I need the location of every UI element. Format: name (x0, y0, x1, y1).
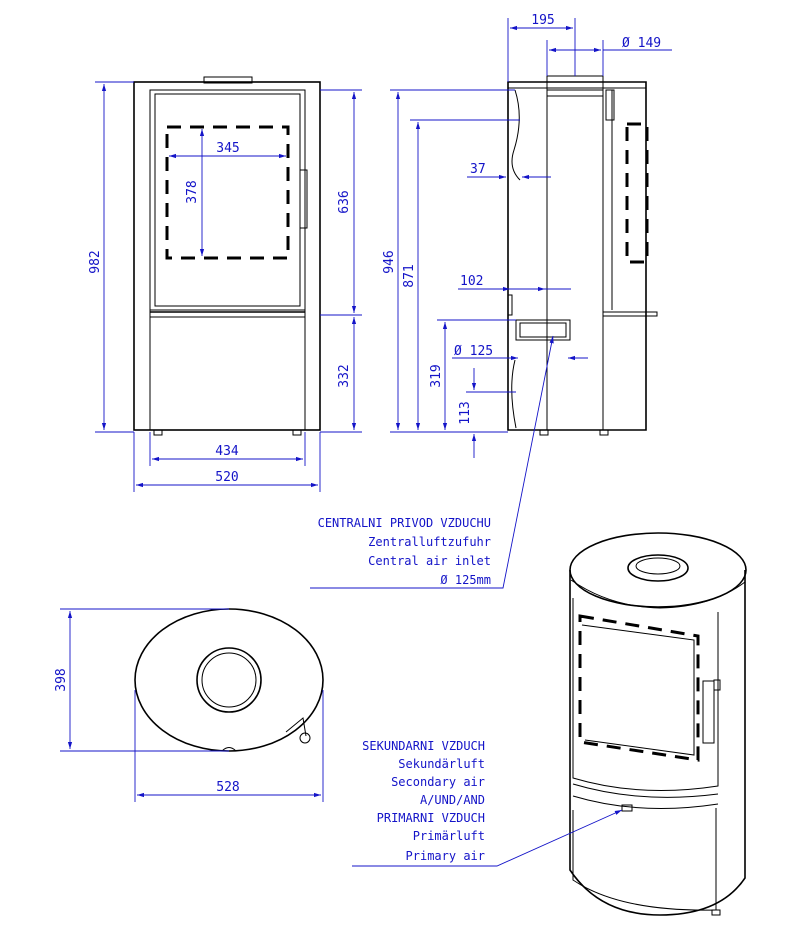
note-central-air-de: Zentralluftzufuhr (368, 535, 491, 549)
persp-door (572, 598, 719, 791)
top-flue-outer (196, 647, 262, 713)
note-central-air-cz: CENTRALNI PRIVOD VZDUCHU (318, 516, 491, 530)
dim-378: 378 (185, 180, 200, 203)
dim-102: 102 (460, 274, 483, 289)
perspective-view (569, 532, 747, 916)
persp-top (569, 532, 747, 608)
dim-113: 113 (458, 401, 473, 424)
note-central-air-en: Central air inlet (368, 554, 491, 568)
top-view (134, 608, 324, 752)
front-body-outline (133, 81, 321, 431)
side-curve-top (511, 89, 521, 181)
side-view (507, 75, 658, 436)
side-air-inlet (515, 319, 571, 341)
persp-window (581, 624, 695, 756)
front-window-dashed (165, 125, 290, 260)
dim-946: 946 (382, 250, 397, 273)
central-air-leader (310, 335, 554, 589)
persp-body (569, 570, 746, 916)
front-dimensions: 982 636 332 345 378 434 520 (88, 81, 362, 492)
dim-434: 434 (215, 444, 239, 459)
note-central-air-diameter: Ø 125mm (440, 573, 491, 587)
dim-528: 528 (216, 780, 239, 795)
dim-520: 520 (215, 470, 238, 485)
persp-handle-cap (713, 679, 721, 691)
central-air-note: CENTRALNI PRIVOD VZDUCHU Zentralluftzufu… (318, 516, 491, 587)
side-foot-right (599, 429, 609, 436)
front-flue-collar (203, 76, 253, 84)
dim-332: 332 (337, 364, 352, 387)
side-window-dashed (625, 122, 649, 264)
air-control-leader (352, 809, 623, 867)
side-ash-lip (603, 311, 658, 317)
front-view (133, 76, 321, 436)
dim-195: 195 (531, 13, 554, 28)
top-handle-arm (285, 717, 307, 737)
dim-398: 398 (54, 668, 69, 691)
dim-982: 982 (88, 250, 103, 273)
dim-air-inlet-diameter: Ø 125 (454, 344, 493, 359)
persp-top-edge (570, 579, 746, 609)
dim-flue-diameter: Ø 149 (622, 36, 661, 51)
top-flue-inner (201, 652, 257, 708)
note-and: A/UND/AND (420, 793, 485, 807)
top-air-knob (221, 747, 237, 752)
persp-handle (702, 680, 715, 744)
persp-air-knob (621, 804, 633, 812)
dim-37: 37 (470, 162, 486, 177)
persp-base (572, 808, 717, 911)
note-primary-cz: PRIMARNI VZDUCH (377, 811, 485, 825)
side-air-inlet-inner (519, 322, 567, 338)
dim-871: 871 (402, 264, 417, 287)
persp-flue-inner (635, 557, 681, 575)
dim-319: 319 (429, 364, 444, 387)
side-rear-clip (507, 294, 513, 316)
front-door-handle (299, 169, 308, 229)
persp-foot (711, 909, 721, 916)
top-outline (134, 608, 324, 752)
side-handle (605, 89, 615, 121)
side-flue-collar (546, 75, 604, 97)
front-foot-right (292, 429, 302, 436)
side-foot-left (539, 429, 549, 436)
note-secondary-de: Sekundärluft (398, 757, 485, 771)
persp-flue-outer (627, 554, 689, 582)
front-foot-left (153, 429, 163, 436)
side-curve-bottom (511, 359, 517, 429)
persp-lip-2 (572, 795, 719, 809)
note-primary-en: Primary air (406, 849, 485, 863)
side-body-outline (507, 81, 647, 431)
dim-345: 345 (216, 141, 239, 156)
side-dimensions: 195 Ø 149 946 871 37 102 Ø 125 319 113 (382, 13, 672, 458)
persp-lip-1 (572, 783, 719, 798)
persp-window-dashed (578, 614, 700, 762)
top-dimensions: 398 528 (54, 608, 324, 802)
note-secondary-en: Secondary air (391, 775, 485, 789)
note-primary-de: Primärluft (413, 829, 485, 843)
note-secondary-cz: SEKUNDARNI VZDUCH (362, 739, 485, 753)
top-handle-knob (299, 732, 311, 744)
dim-636: 636 (337, 190, 352, 213)
air-control-note: SEKUNDARNI VZDUCH Sekundärluft Secondary… (362, 739, 485, 863)
front-door (149, 89, 306, 311)
